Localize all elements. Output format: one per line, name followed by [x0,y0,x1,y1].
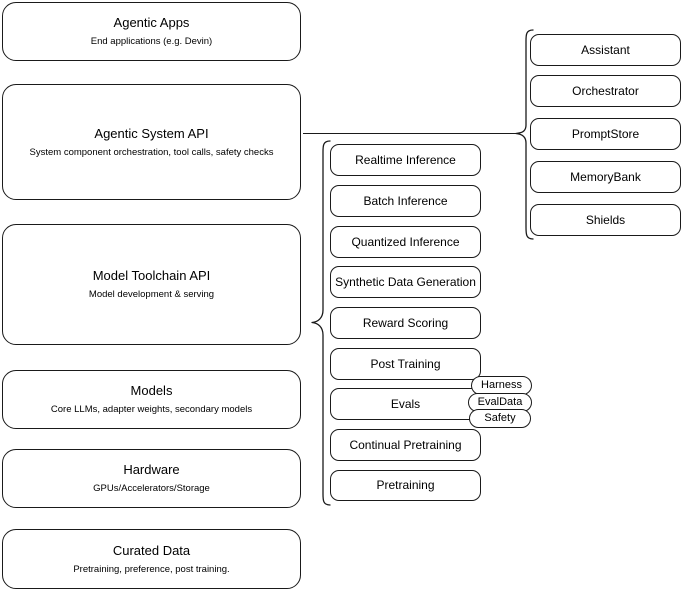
layer-card-model-toolchain-api[interactable]: Model Toolchain API Model development & … [2,224,301,345]
layer-title: Agentic System API [94,125,209,141]
capability-label: Realtime Inference [355,152,456,167]
layer-title: Curated Data [112,542,191,558]
layer-title: Hardware [123,462,180,477]
component-box-promptstore[interactable]: PromptStore [530,118,681,150]
component-label: Orchestrator [572,83,639,98]
layer-card-curated-data[interactable]: Curated Data Pretraining, preference, po… [2,529,301,589]
layer-title: Models [130,383,173,398]
component-box-orchestrator[interactable]: Orchestrator [530,75,681,107]
evals-badge-label: Harness [481,379,522,391]
layer-card-agentic-system-api[interactable]: Agentic System API System component orch… [2,84,301,200]
layer-title: Model Toolchain API [92,268,211,283]
evals-badge-label: EvalData [477,396,523,408]
layer-subtitle: Core LLMs, adapter weights, secondary mo… [50,404,253,415]
capability-label: Pretraining [376,478,435,492]
capability-box-realtime-inference[interactable]: Realtime Inference [330,144,481,176]
capability-box-batch-inference[interactable]: Batch Inference [330,185,481,217]
layer-title: Agentic Apps [113,15,190,30]
evals-badge-evaldata[interactable]: EvalData [468,393,532,412]
component-label: PromptStore [571,126,640,141]
capability-label: Reward Scoring [362,315,449,330]
component-label: MemoryBank [570,169,641,184]
component-box-assistant[interactable]: Assistant [530,34,681,66]
component-label: Assistant [581,42,630,57]
component-box-shields[interactable]: Shields [530,204,681,236]
capability-box-synthetic-data-generation[interactable]: Synthetic Data Generation [330,266,481,298]
evals-badge-safety[interactable]: Safety [469,409,531,428]
capability-label: Continual Pretraining [349,437,462,452]
layer-card-models[interactable]: Models Core LLMs, adapter weights, secon… [2,370,301,429]
layer-subtitle: Pretraining, preference, post training. [73,563,230,575]
layer-subtitle: System component orchestration, tool cal… [29,146,274,158]
capability-label: Batch Inference [363,193,448,208]
connector-system-api-to-components [303,133,517,134]
component-box-memorybank[interactable]: MemoryBank [530,161,681,193]
evals-badge-label: Safety [484,412,516,424]
capability-box-quantized-inference[interactable]: Quantized Inference [330,226,481,258]
brace-toolchain-capabilities [305,140,331,512]
layer-subtitle: Model development & serving [88,289,215,300]
capability-box-post-training[interactable]: Post Training [330,348,481,380]
layer-card-hardware[interactable]: Hardware GPUs/Accelerators/Storage [2,449,301,508]
capability-label: Post Training [370,356,441,371]
layer-card-agentic-apps[interactable]: Agentic Apps End applications (e.g. Devi… [2,2,301,61]
capability-box-reward-scoring[interactable]: Reward Scoring [330,307,481,339]
component-label: Shields [585,212,626,227]
layer-subtitle: GPUs/Accelerators/Storage [93,483,210,494]
capability-label: Evals [390,396,421,411]
capability-label: Synthetic Data Generation [335,274,476,289]
brace-system-components [510,29,534,245]
capability-box-continual-pretraining[interactable]: Continual Pretraining [330,429,481,461]
evals-badge-harness[interactable]: Harness [471,376,532,395]
capability-box-pretraining[interactable]: Pretraining [330,470,481,501]
capability-box-evals[interactable]: Evals [330,388,481,420]
capability-label: Quantized Inference [351,234,460,249]
layer-subtitle: End applications (e.g. Devin) [90,36,213,47]
